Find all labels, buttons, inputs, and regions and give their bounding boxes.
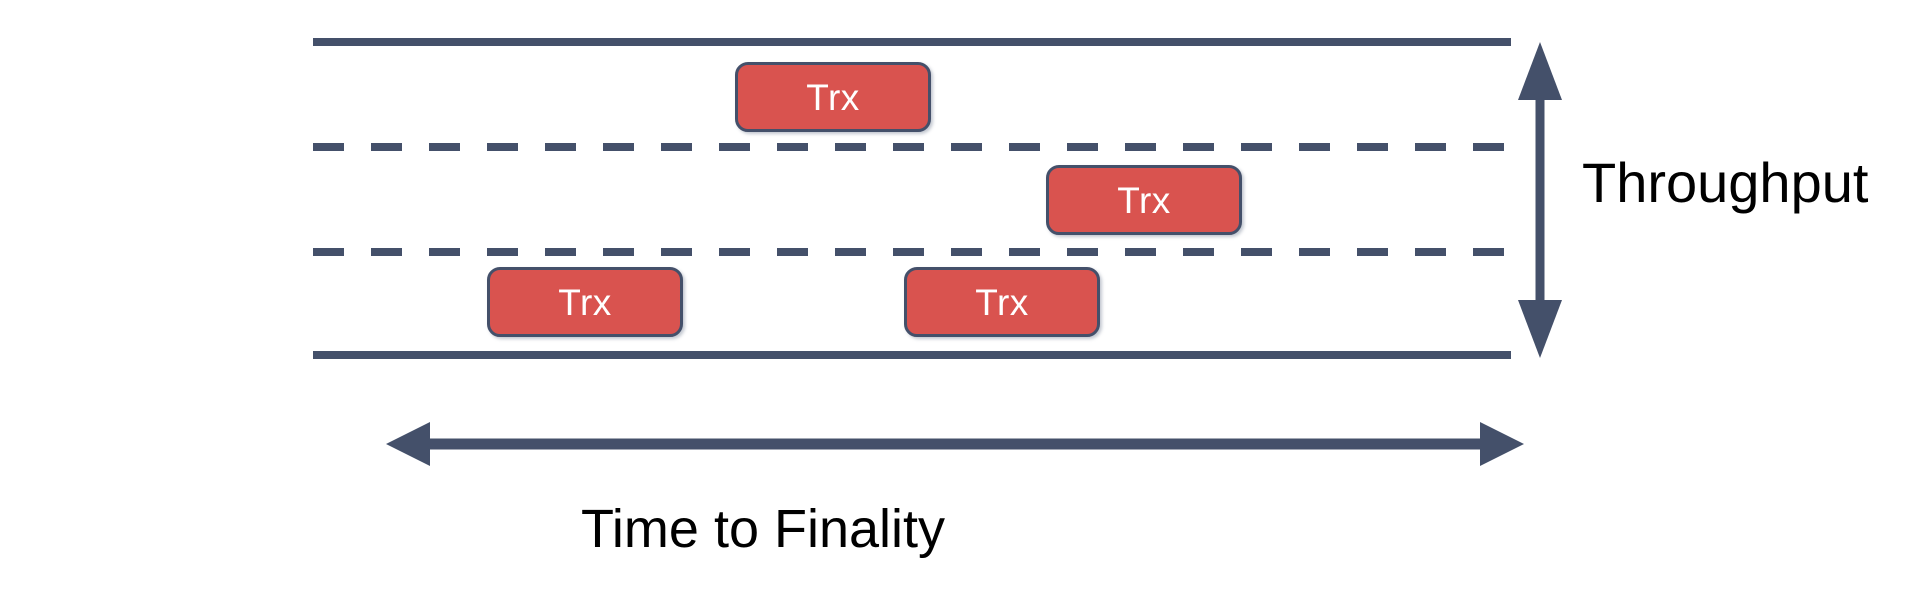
transaction-label: Trx (806, 76, 860, 118)
transaction-box[interactable]: Trx (904, 267, 1100, 337)
transaction-label: Trx (975, 281, 1029, 323)
transaction-label: Trx (1117, 179, 1171, 221)
transaction-box[interactable]: Trx (1046, 165, 1242, 235)
lane-divider-lower-line (313, 248, 1511, 256)
transaction-box[interactable]: Trx (735, 62, 931, 132)
lane-boundary-bottom-line (313, 351, 1511, 359)
time-to-finality-axis-label: Time to Finality (580, 499, 946, 559)
lane-boundary-top-line (313, 38, 1511, 46)
throughput-axis-label: Throughput (1582, 151, 1869, 214)
transaction-box[interactable]: Trx (487, 267, 683, 337)
throughput-double-arrow-icon (1518, 42, 1562, 358)
lane-divider-upper-line (313, 143, 1511, 151)
transaction-label: Trx (558, 281, 612, 323)
time-to-finality-double-arrow-icon (386, 422, 1524, 466)
